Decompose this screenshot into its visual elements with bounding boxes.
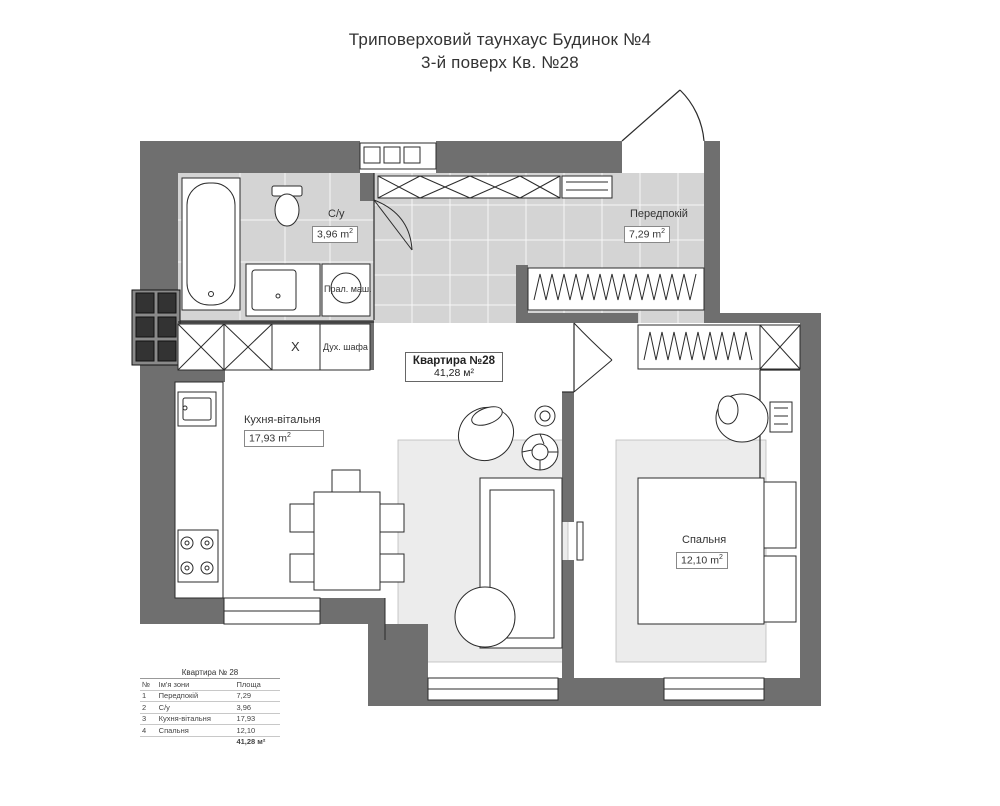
plan-title: Триповерховий таунхаус Будинок №4	[348, 30, 652, 49]
legend-cell: 7,29	[234, 690, 280, 702]
kitchen-cabinets	[174, 323, 371, 599]
bathroom-door	[373, 199, 413, 251]
bathroom-label: С/у	[328, 208, 345, 220]
entrance-door	[621, 89, 705, 142]
plants	[521, 405, 559, 471]
washer-label: Прал. маш.	[324, 284, 372, 294]
kitchen-label: Кухня-вітальня	[244, 414, 321, 426]
bathroom-sink	[245, 263, 321, 317]
x-mark: X	[291, 339, 300, 354]
windows	[223, 142, 765, 701]
kitchen-area: 17,93 m2	[244, 430, 324, 447]
bedroom-hall-door	[573, 322, 613, 393]
legend-cell: 3	[140, 713, 157, 725]
legend-row: 3 Кухня-вітальня 17,93	[140, 713, 280, 725]
bathtub	[181, 177, 241, 311]
bathroom-area: 3,96 m2	[312, 226, 359, 243]
legend-caption: Квартира № 28	[140, 668, 280, 679]
legend-row: 4 Спальня 12,10	[140, 724, 280, 737]
bedroom-label: Спальня	[682, 534, 727, 546]
plan-subtitle: 3-й поверх Кв. №28	[421, 53, 579, 72]
legend-cell: 12,10	[234, 724, 280, 737]
apartment-name: Квартира №28	[412, 355, 496, 367]
legend-total: 41,28 м²	[236, 737, 266, 747]
round-table	[454, 586, 516, 648]
area-legend: Квартира № 28 № Ім'я зони Площа 1 Передп…	[140, 668, 280, 747]
legend-cell: 4	[140, 724, 157, 737]
bedroom-chair	[715, 393, 793, 443]
bathroom-area-unit: 2	[349, 228, 354, 235]
sofa	[479, 477, 563, 649]
bedroom-area-unit: 2	[718, 554, 723, 561]
dining-table	[289, 469, 405, 591]
legend-header: №	[140, 679, 157, 691]
bedroom-area: 12,10 m2	[676, 552, 728, 569]
hallway-area-value: 7,29 m	[629, 228, 662, 241]
kitchen-area-unit: 2	[286, 432, 291, 439]
hallway-area: 7,29 m2	[624, 226, 671, 243]
legend-cell: Передпокій	[156, 690, 235, 702]
legend-cell: 17,93	[234, 713, 280, 725]
legend-cell: Кухня-вітальня	[156, 713, 235, 725]
bed	[637, 477, 797, 625]
legend-cell: 3,96	[234, 701, 280, 714]
apartment-badge: Квартира №28 41,28 м²	[405, 352, 503, 382]
legend-header: Площа	[234, 679, 280, 691]
hallway-wardrobe-top	[377, 175, 613, 199]
hallway-label: Передпокій	[630, 208, 688, 220]
left-window	[131, 289, 181, 366]
legend-row: 1 Передпокій 7,29	[140, 690, 280, 702]
legend-cell: 2	[140, 701, 157, 714]
bedroom-door	[576, 521, 584, 561]
legend-cell: 1	[140, 690, 157, 702]
legend-total-row: 41,28 м²	[140, 736, 280, 747]
legend-row: 2 С/у 3,96	[140, 701, 280, 714]
washing-machine	[321, 263, 371, 317]
stove-burners	[180, 536, 214, 575]
armchair	[457, 406, 515, 462]
hallway-wardrobe	[527, 267, 705, 311]
legend-header: Ім'я зони	[156, 679, 235, 691]
legend-header-row: № Ім'я зони Площа	[140, 679, 280, 691]
oven-cabinet-label: Дух. шафа	[323, 342, 368, 352]
hallway-area-unit: 2	[661, 228, 666, 235]
toilet	[271, 185, 303, 227]
bedroom-area-value: 12,10 m	[681, 554, 719, 567]
bedroom-wardrobe	[637, 324, 801, 370]
legend-cell: Спальня	[156, 724, 235, 737]
apartment-area: 41,28 м²	[434, 367, 474, 379]
bathroom-area-value: 3,96 m	[317, 228, 350, 241]
legend-cell: С/у	[156, 701, 235, 714]
kitchen-area-value: 17,93 m	[249, 432, 287, 445]
